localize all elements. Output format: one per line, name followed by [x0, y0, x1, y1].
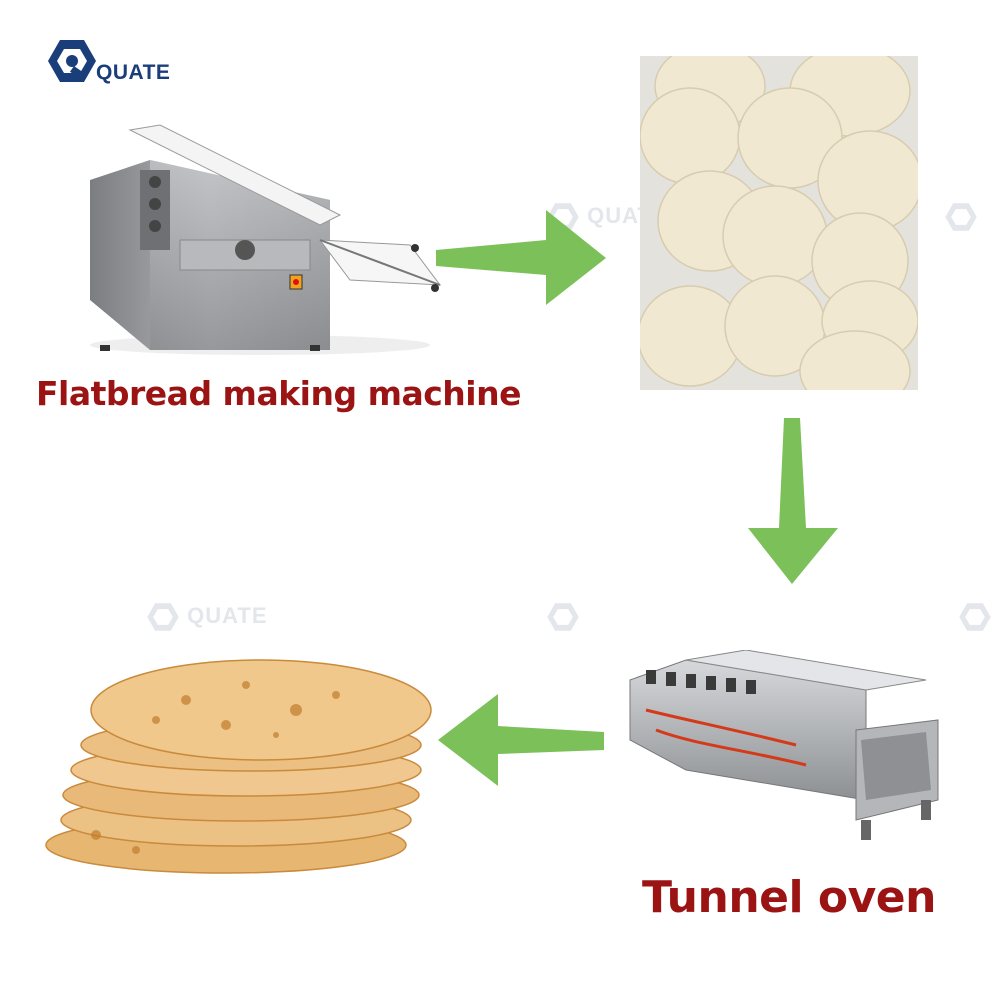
- arrow-down: [748, 418, 838, 584]
- step-image-dough: [640, 56, 918, 390]
- step-image-oven: [626, 650, 942, 846]
- tunnel-oven-image: [629, 650, 939, 840]
- watermark-logo-icon: [945, 203, 977, 231]
- watermark-text: QUATE: [187, 602, 268, 628]
- raw-dough-rounds-image: [640, 56, 918, 390]
- arrow-right: [436, 210, 606, 305]
- watermark: QUATE: [146, 600, 268, 634]
- brand-name: QUATE: [96, 61, 171, 84]
- watermark: [546, 600, 580, 634]
- brand-logo: QUATE: [46, 36, 206, 86]
- watermark-logo-icon: [147, 603, 179, 631]
- right-arrow-icon: [436, 210, 606, 305]
- down-arrow-icon: [748, 418, 838, 584]
- step-image-machine: [70, 120, 450, 360]
- watermark-logo-icon: [547, 603, 579, 631]
- watermark: [944, 200, 978, 234]
- arrow-left: [438, 694, 604, 786]
- hexagon-logo-icon: [48, 40, 96, 82]
- step-label-oven: Tunnel oven: [642, 872, 936, 923]
- cooked-flatbread-stack-image: [45, 659, 432, 874]
- left-arrow-icon: [438, 694, 604, 786]
- dough-sheeter-machine-image: [90, 124, 442, 355]
- watermark: [958, 600, 992, 634]
- step-image-flatbread: [36, 640, 436, 880]
- step-label-machine: Flatbread making machine: [36, 374, 521, 413]
- watermark-logo-icon: [959, 603, 991, 631]
